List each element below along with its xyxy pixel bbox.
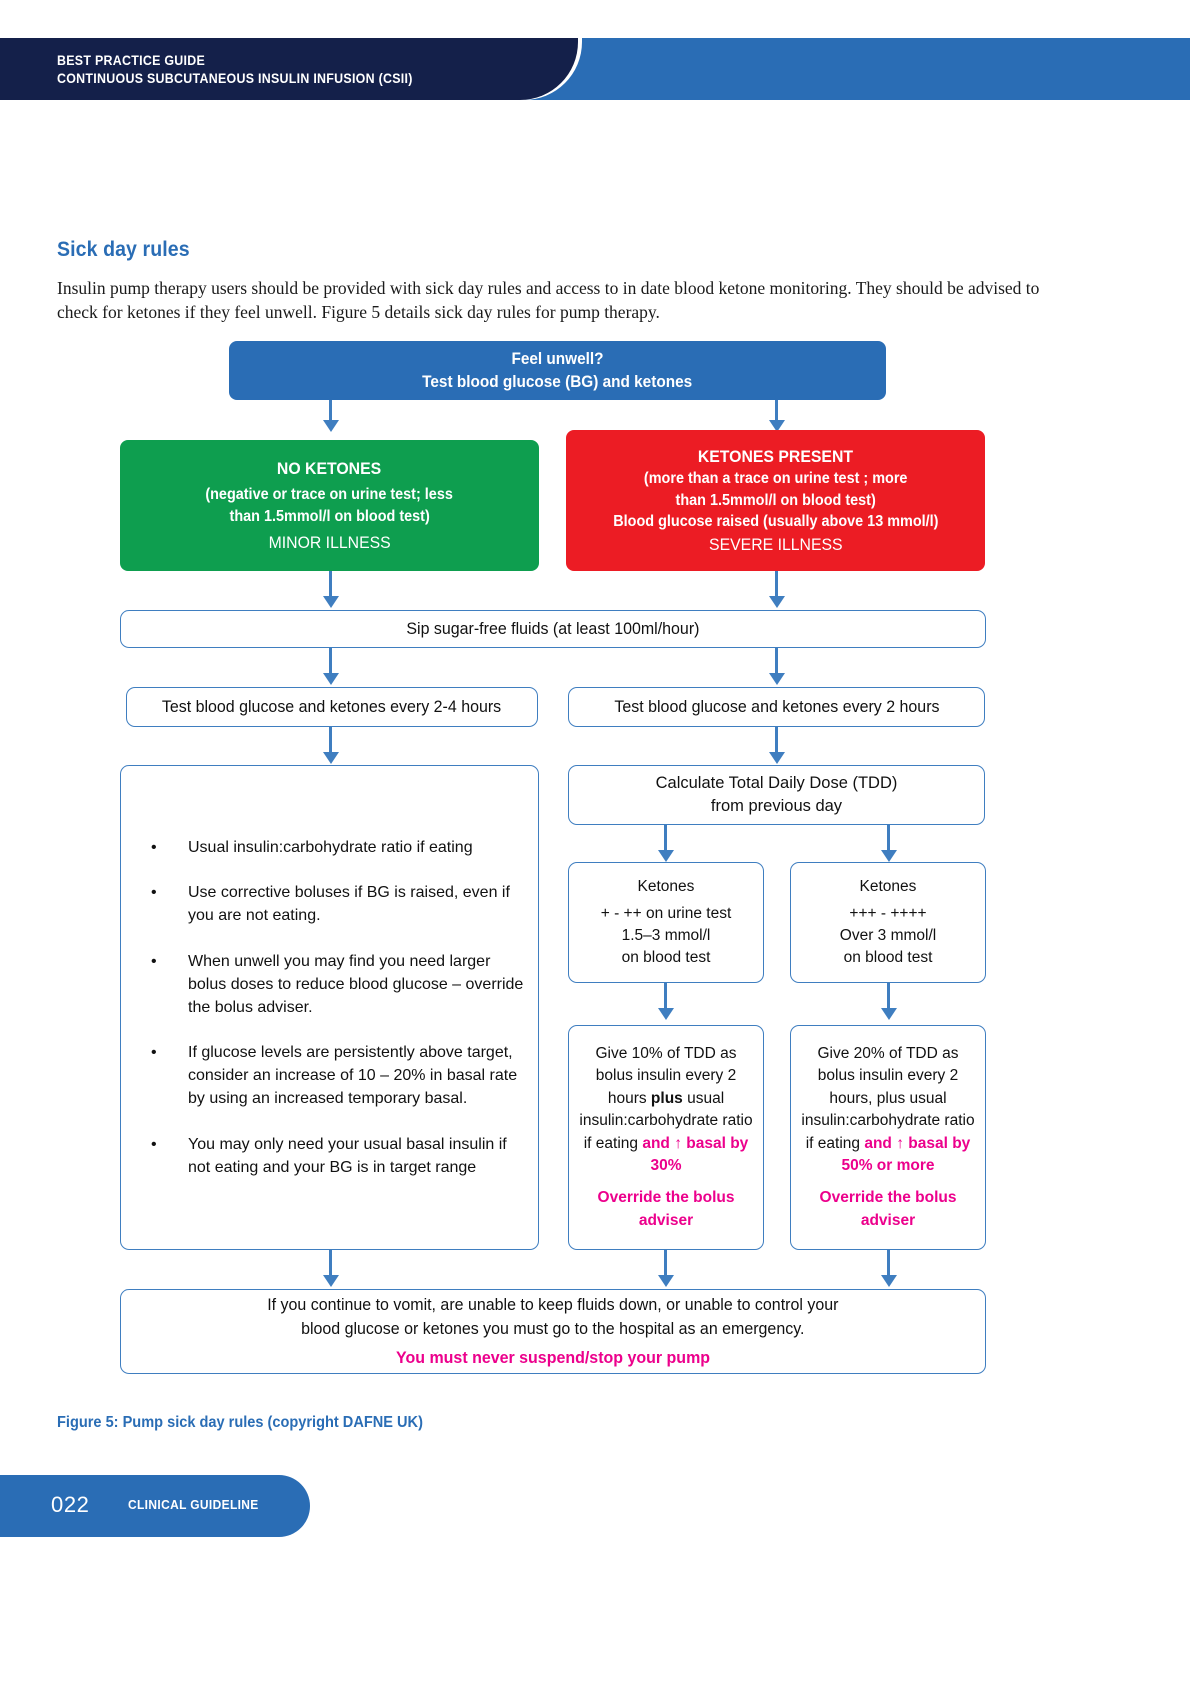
ketones-high-line2: Over 3 mmol/l xyxy=(839,927,937,944)
arrow-ketones-mid-to-give-10 xyxy=(664,983,667,1009)
test-right-text: Test blood glucose and ketones every 2 h… xyxy=(613,696,940,716)
give-10-part2: usual insulin:carbohydrate ratio if eati… xyxy=(579,1089,753,1152)
ketones-present-detail-2: than 1.5mmol/l on blood test) xyxy=(675,491,876,509)
bullet-icon: • xyxy=(151,1044,157,1062)
ketones-present-severity: SEVERE ILLNESS xyxy=(708,534,843,554)
arrow-ketones-high-to-give-20 xyxy=(887,983,890,1009)
header-navy-band xyxy=(0,38,578,100)
flow-box-start: Feel unwell? Test blood glucose (BG) and… xyxy=(229,341,886,400)
tdd-line1: Calculate Total Daily Dose (TDD) xyxy=(655,773,898,792)
flow-box-test-left: Test blood glucose and ketones every 2-4… xyxy=(126,687,538,727)
flow-box-ketones-present: KETONES PRESENT (more than a trace on ur… xyxy=(566,430,985,571)
give-20-pink2: Override the bolus adviser xyxy=(819,1189,957,1229)
ketones-mid-line1: + - ++ on urine test xyxy=(600,905,732,922)
arrow-no-ketones-to-fluids xyxy=(329,571,332,597)
advice-bullet-list: • Usual insulin:carbohydrate ratio if eat… xyxy=(121,836,538,1179)
bullet-icon: • xyxy=(151,1135,157,1153)
flow-box-advice-bullets: • Usual insulin:carbohydrate ratio if eat… xyxy=(120,765,539,1250)
no-ketones-severity: MINOR ILLNESS xyxy=(268,532,391,552)
give-10-pink2: Override the bolus adviser xyxy=(597,1189,735,1229)
ketones-high-line3: on blood test xyxy=(843,949,933,966)
start-line1: Feel unwell? xyxy=(511,349,604,368)
figure-caption: Figure 5: Pump sick day rules (copyright… xyxy=(57,1414,423,1431)
ketones-mid-line3: on blood test xyxy=(621,949,711,966)
bullet-text: If glucose levels are persistently above… xyxy=(188,1044,518,1108)
give-20-text: Give 20% of TDD as bolus insulin every 2… xyxy=(799,1043,977,1178)
list-item: • If glucose levels are persistently abov… xyxy=(143,1041,524,1111)
no-ketones-detail-1: (negative or trace on urine test; less xyxy=(205,486,454,504)
give-10-bold1: plus xyxy=(650,1089,683,1107)
flow-box-no-ketones: NO KETONES (negative or trace on urine t… xyxy=(120,440,539,571)
emergency-pink: You must never suspend/stop your pump xyxy=(395,1347,711,1367)
bullet-text: You may only need your usual basal insul… xyxy=(188,1135,507,1176)
arrow-give-10-to-emergency xyxy=(664,1250,667,1276)
footer-bar xyxy=(0,1475,310,1537)
flow-box-give-20: Give 20% of TDD as bolus insulin every 2… xyxy=(790,1025,986,1250)
no-ketones-title: NO KETONES xyxy=(277,458,382,478)
emergency-line2: blood glucose or ketones you must go to … xyxy=(301,1319,805,1339)
footer-label: CLINICAL GUIDELINE xyxy=(128,1497,259,1512)
ketones-present-title: KETONES PRESENT xyxy=(697,446,854,466)
give-10-pink1: and ↑ basal by 30% xyxy=(642,1134,749,1174)
flow-box-tdd: Calculate Total Daily Dose (TDD) from pr… xyxy=(568,765,985,825)
bullet-text: When unwell you may find you need larger… xyxy=(188,952,524,1016)
footer-page-number: 022 xyxy=(51,1492,90,1517)
bullet-icon: • xyxy=(151,838,157,856)
flow-box-emergency: If you continue to vomit, are unable to … xyxy=(120,1289,986,1374)
intro-paragraph: Insulin pump therapy users should be pro… xyxy=(57,278,1040,322)
header-title: BEST PRACTICE GUIDE CONTINUOUS SUBCUTANE… xyxy=(57,52,413,88)
ketones-present-detail-1: (more than a trace on urine test ; more xyxy=(643,470,908,488)
ketones-mid-line2: 1.5–3 mmol/l xyxy=(621,927,711,944)
list-item: • Use corrective boluses if BG is raised,… xyxy=(143,881,524,927)
flow-box-test-right: Test blood glucose and ketones every 2 h… xyxy=(568,687,985,727)
bullet-icon: • xyxy=(151,952,157,970)
test-left-text: Test blood glucose and ketones every 2-4… xyxy=(162,696,502,716)
bullet-icon: • xyxy=(151,884,157,902)
give-20-pink1: and ↑ basal by 50% or more xyxy=(841,1134,971,1174)
give-20-part1: Give 20% of TDD as bolus insulin every 2… xyxy=(801,1044,975,1152)
header-title-line2: CONTINUOUS SUBCUTANEOUS INSULIN INFUSION… xyxy=(57,71,413,86)
list-item: • You may only need your usual basal insu… xyxy=(143,1133,524,1179)
arrow-start-to-no-ketones xyxy=(329,400,332,421)
start-line2: Test blood glucose (BG) and ketones xyxy=(422,372,693,391)
page-title: Sick day rules xyxy=(57,238,190,261)
list-item: • When unwell you may find you need large… xyxy=(143,950,524,1020)
flow-box-ketones-mid: Ketones + - ++ on urine test 1.5–3 mmol/… xyxy=(568,862,764,983)
list-item: • Usual insulin:carbohydrate ratio if eat… xyxy=(143,836,524,859)
flow-box-give-10: Give 10% of TDD as bolus insulin every 2… xyxy=(568,1025,764,1250)
emergency-line1: If you continue to vomit, are unable to … xyxy=(267,1295,839,1315)
flow-box-fluids: Sip sugar-free fluids (at least 100ml/ho… xyxy=(120,610,986,648)
arrow-tdd-to-ketones-high xyxy=(887,825,890,851)
arrow-start-to-ketones-present xyxy=(775,400,778,421)
no-ketones-detail-2: than 1.5mmol/l on blood test) xyxy=(229,507,430,525)
fluids-text: Sip sugar-free fluids (at least 100ml/ho… xyxy=(406,618,700,638)
tdd-line2: from previous day xyxy=(710,797,843,815)
give-10-part1: Give 10% of TDD as bolus insulin every 2… xyxy=(595,1044,737,1107)
ketones-mid-title: Ketones xyxy=(637,878,695,895)
bullet-text: Use corrective boluses if BG is raised, … xyxy=(188,884,510,925)
bullet-text: Usual insulin:carbohydrate ratio if eati… xyxy=(188,838,473,856)
arrow-fluids-to-test-right xyxy=(775,648,778,674)
arrow-give-20-to-emergency xyxy=(887,1250,890,1276)
arrow-test-right-to-tdd xyxy=(775,727,778,753)
header-title-line1: BEST PRACTICE GUIDE xyxy=(57,53,206,68)
arrow-ketones-present-to-fluids xyxy=(775,571,778,597)
ketones-present-detail-3: Blood glucose raised (usually above 13 m… xyxy=(612,513,939,531)
arrow-tdd-to-ketones-mid xyxy=(664,825,667,851)
arrow-fluids-to-test-left xyxy=(329,648,332,674)
flow-box-ketones-high: Ketones +++ - ++++ Over 3 mmol/l on bloo… xyxy=(790,862,986,983)
ketones-high-line1: +++ - ++++ xyxy=(849,905,927,922)
ketones-high-title: Ketones xyxy=(859,878,917,895)
give-10-text: Give 10% of TDD as bolus insulin every 2… xyxy=(577,1043,755,1178)
arrow-advice-to-emergency xyxy=(329,1250,332,1276)
arrow-test-left-to-advice xyxy=(329,727,332,753)
